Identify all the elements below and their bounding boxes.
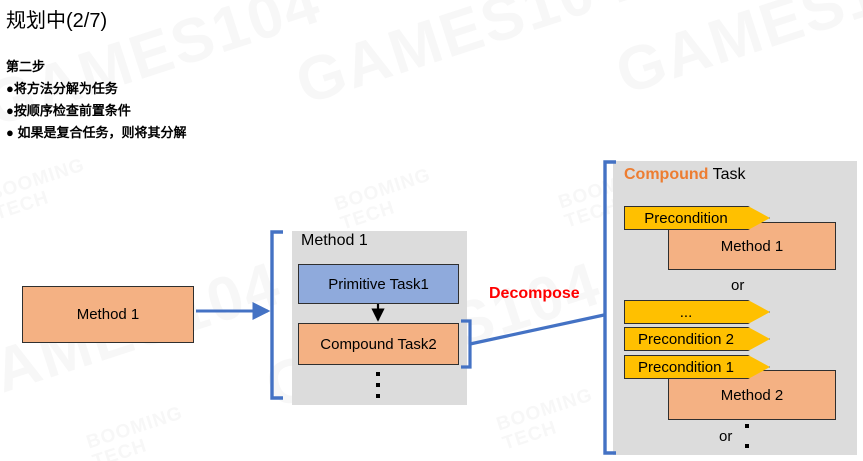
right-panel-title-rest: Task <box>708 166 746 183</box>
page-title: 规划中(2/7) <box>6 10 108 32</box>
right-panel-title-emphasis: Compound <box>624 166 709 183</box>
watermark-line-2: TECH <box>0 187 52 225</box>
right-ellipsis <box>744 424 749 448</box>
dot <box>375 383 380 387</box>
compound-task2-box: Compound Task2 <box>298 323 459 365</box>
middle-panel-bracket <box>270 230 283 400</box>
precondition-1-label: Precondition 1 <box>638 358 734 376</box>
dot <box>375 394 380 398</box>
watermark-booming-tech: BOOMING TECH <box>493 384 601 455</box>
watermark-line-2: TECH <box>338 197 398 235</box>
watermark-line-1: BOOMING <box>83 402 186 454</box>
primitive-task-label: Primitive Task1 <box>328 275 429 293</box>
bullet-item-3: ● 如果是复合任务，则将其分解 <box>6 125 187 140</box>
bullet-item-1: ●将方法分解为任务 <box>6 81 118 96</box>
primitive-task-box: Primitive Task1 <box>298 264 459 304</box>
or-separator-2: or <box>719 428 733 445</box>
precondition-dots-chevron: ... <box>624 300 770 324</box>
watermark-line-2: TECH <box>500 417 560 455</box>
precondition-1-chevron: Precondition 1 <box>624 355 770 379</box>
precondition-top-chevron: Precondition <box>624 206 770 230</box>
dot <box>375 372 380 376</box>
watermark-line-1: BOOMING <box>0 154 88 206</box>
watermark-line-1: BOOMING <box>331 164 434 216</box>
step-heading: 第二步 <box>6 59 46 74</box>
decompose-label: Decompose <box>489 285 580 302</box>
right-method-1-label: Method 1 <box>720 237 784 255</box>
precondition-2-chevron: Precondition 2 <box>624 327 770 351</box>
dot <box>744 424 749 428</box>
middle-ellipsis <box>375 372 380 398</box>
dot <box>744 444 749 448</box>
right-method-1-box: Method 1 <box>668 222 836 270</box>
watermark-booming-tech: BOOMING TECH <box>331 164 439 235</box>
precondition-top-label: Precondition <box>644 209 728 227</box>
watermark-games104: GAMES104 <box>607 0 863 108</box>
or-separator-1: or <box>731 277 745 294</box>
watermark-line-1: BOOMING <box>493 384 596 436</box>
left-method-box: Method 1 <box>22 286 194 343</box>
left-method-label: Method 1 <box>76 306 140 323</box>
bullet-item-2: ●按顺序检查前置条件 <box>6 103 131 118</box>
watermark-booming-tech: BOOMING TECH <box>0 154 94 225</box>
decompose-connector-line <box>469 313 605 346</box>
right-panel-title: Compound Task <box>624 166 745 184</box>
watermark-line-2: TECH <box>90 435 150 461</box>
precondition-dots-label: ... <box>679 303 693 321</box>
right-method-2-label: Method 2 <box>720 386 784 404</box>
middle-panel-title: Method 1 <box>301 232 368 249</box>
precondition-2-label: Precondition 2 <box>638 330 734 348</box>
compound-task2-label: Compound Task2 <box>320 335 437 353</box>
watermark-booming-tech: BOOMING TECH <box>83 402 191 461</box>
watermark-games104: GAMES104 <box>287 0 639 118</box>
bullet-list: 第二步 ●将方法分解为任务 ●按顺序检查前置条件 ● 如果是复合任务，则将其分解 <box>6 56 186 144</box>
